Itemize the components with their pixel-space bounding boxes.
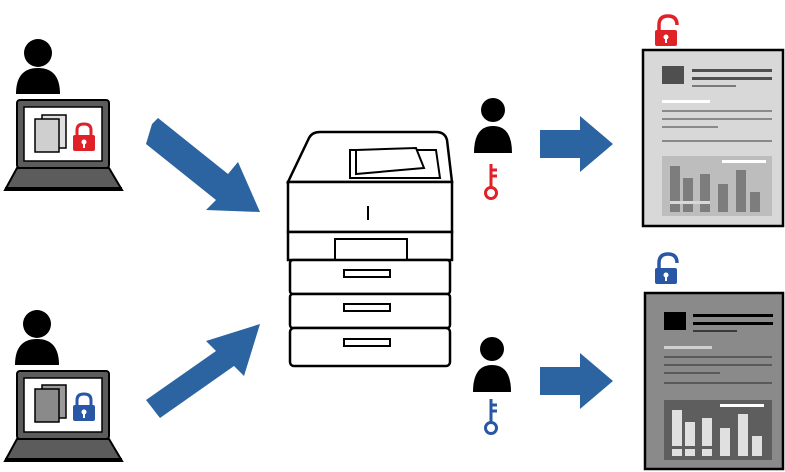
sender-top [3, 39, 124, 191]
arrow-top-to-printer [146, 118, 260, 212]
arrow-bottom-to-printer [146, 324, 260, 418]
person-icon [474, 98, 512, 153]
user-top [474, 98, 512, 200]
laptop-icon [3, 370, 124, 462]
key-icon [484, 164, 498, 200]
arrow-to-doc-top [540, 116, 613, 172]
unlocked-padlock-icon [655, 252, 679, 284]
user-bottom [473, 337, 511, 435]
padlock-locked-icon [73, 392, 95, 421]
person-icon [473, 337, 511, 392]
sender-bottom [3, 310, 124, 462]
person-icon [16, 39, 60, 94]
printer-icon [286, 130, 454, 368]
laptop-icon [3, 99, 124, 191]
unlocked-padlock-icon [655, 14, 679, 46]
printed-document-icon [641, 48, 785, 228]
arrow-to-doc-bottom [540, 353, 613, 409]
person-icon [15, 310, 59, 365]
document-stack-icon [34, 384, 67, 423]
printed-document-icon [643, 291, 785, 471]
key-icon [484, 399, 498, 435]
padlock-locked-icon [73, 122, 95, 151]
document-stack-icon [34, 114, 67, 153]
